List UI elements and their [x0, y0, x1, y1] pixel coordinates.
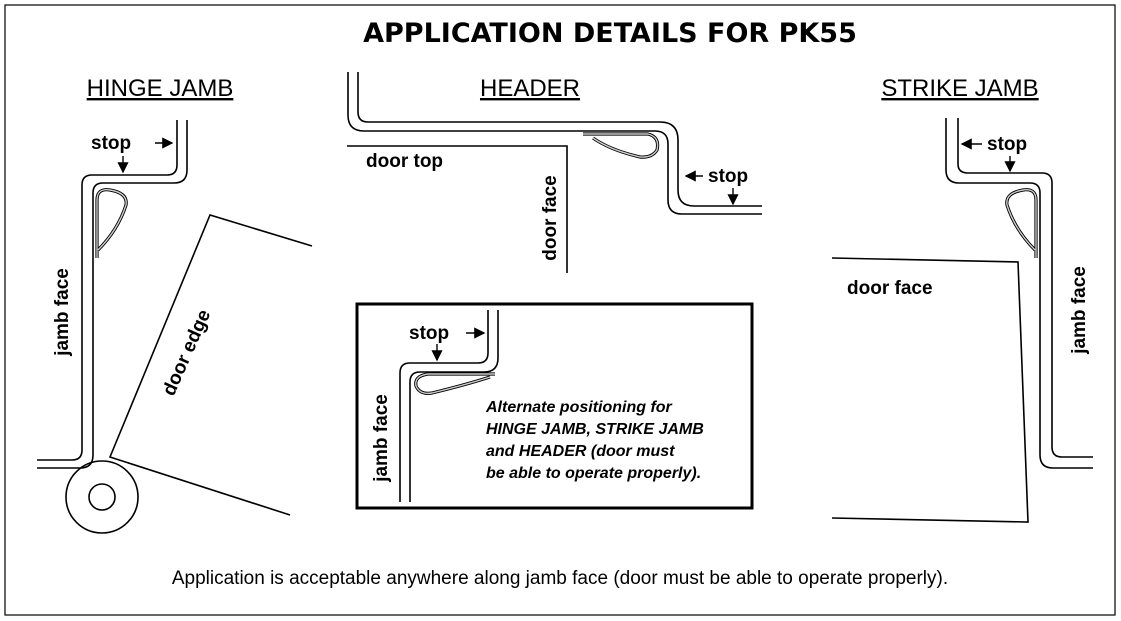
pk55-seal [95, 188, 128, 258]
alternate-positioning-inset: stop jamb face Alternate positioning for… [355, 302, 754, 510]
inset-note-line: be able to operate properly). [486, 465, 701, 482]
strike-stop-label: stop [987, 134, 1027, 155]
hinge-icon [65, 460, 139, 534]
hinge-jamb-detail: HINGE JAMB stop jamb face door edge [37, 75, 313, 534]
inset-jamb-face-label: jamb face [371, 394, 392, 483]
strike-door [831, 257, 1029, 523]
inset-note-line: Alternate positioning for [485, 399, 673, 416]
hinge-pin-icon [88, 483, 116, 511]
strike-jamb-frame-outer [945, 118, 1093, 469]
header-heading: HEADER [480, 75, 580, 102]
footer-note: Application is acceptable anywhere along… [172, 568, 948, 589]
inset-note-line: HINGE JAMB, STRIKE JAMB [486, 421, 704, 438]
seal-highlight [583, 133, 659, 158]
header-frame-upper [357, 72, 762, 207]
pk55-seal [1005, 188, 1038, 258]
inset-note-line: and HEADER (door must [486, 443, 675, 460]
hinge-jamb-heading: HINGE JAMB [87, 75, 234, 102]
diagram-title: APPLICATION DETAILS FOR PK55 [363, 18, 857, 49]
hinge-jamb-frame-outer [37, 120, 178, 461]
pk55-seal [583, 132, 660, 159]
hinge-door [108, 214, 313, 516]
header-door-face-label: door face [540, 175, 561, 261]
hinge-jamb-frame-inner [37, 120, 188, 469]
seal-highlight [415, 373, 495, 395]
inset-frame-outer [399, 310, 489, 502]
strike-door-face-label: door face [847, 278, 933, 299]
pk55-seal [414, 372, 495, 395]
header-stop-label: stop [708, 166, 748, 187]
inset-frame-inner [409, 310, 499, 502]
header-door [347, 145, 568, 273]
outer-border [4, 4, 1116, 616]
hinge-jamb-face-label: jamb face [52, 268, 73, 357]
header-frame-lower [347, 72, 762, 215]
header-detail: HEADER door top door face stop [347, 72, 762, 273]
strike-jamb-heading: STRIKE JAMB [881, 75, 1038, 102]
seal-highlight [1006, 189, 1037, 258]
strike-jamb-face-label: jamb face [1069, 266, 1090, 355]
strike-jamb-frame-inner [957, 118, 1093, 458]
strike-jamb-detail: STRIKE JAMB stop door face jamb face [831, 75, 1093, 523]
inset-stop-label: stop [409, 323, 449, 344]
inset-border [355, 302, 754, 510]
seal-highlight [96, 189, 127, 258]
door-top-label: door top [366, 151, 443, 172]
hinge-stop-label: stop [91, 133, 131, 154]
